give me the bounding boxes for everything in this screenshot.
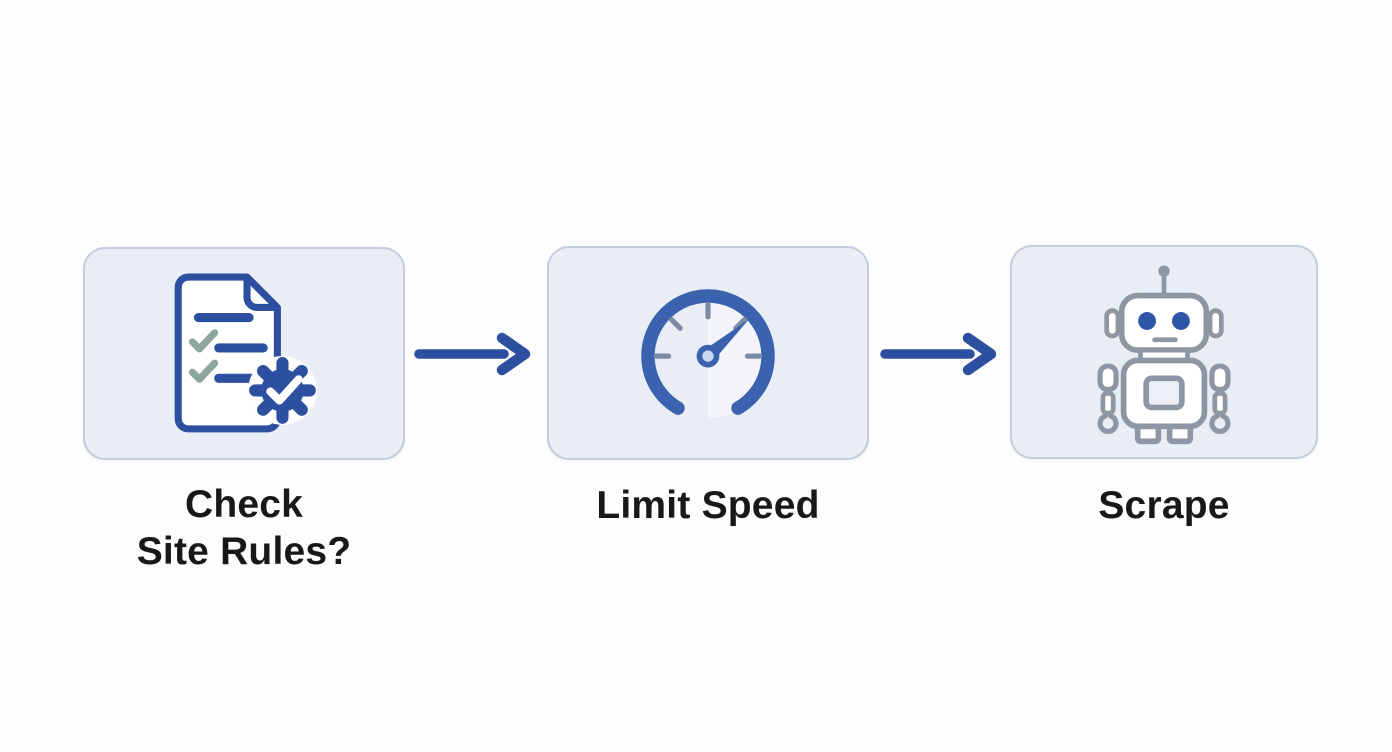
arrow-right-icon [414,332,531,376]
node-label-scrape: Scrape [1098,484,1230,527]
document-checklist-badge-icon [174,273,317,432]
node-scrape [1010,245,1318,459]
arrow-right-icon [880,332,997,376]
speedometer-icon [641,289,775,419]
node-check-site-rules [83,247,405,460]
node-label-limit-speed: Limit Speed [596,484,820,527]
robot-icon [1097,265,1231,445]
node-label-check-site-rules: Check Site Rules? [136,483,352,573]
node-limit-speed [547,246,869,460]
gear-check-badge-icon [248,355,317,425]
